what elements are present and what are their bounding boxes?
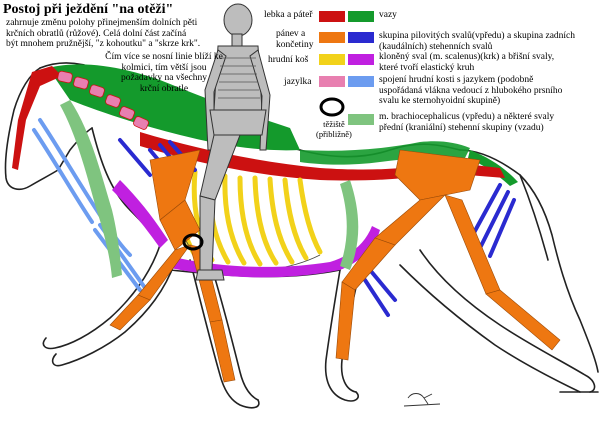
rib	[252, 175, 279, 266]
brachiocephalicus-muscle	[60, 100, 122, 278]
horse-head-outline	[4, 67, 93, 191]
center-of-gravity-marker	[182, 233, 204, 251]
front-cannon-1	[109, 294, 151, 331]
front-cannon-2	[209, 319, 236, 383]
legend-label-serratus: skupina pilovitých svalů(vpředu) a skupi…	[379, 31, 576, 52]
legend-label-spine: lebka a páteř	[264, 10, 313, 20]
legend-label-brachiocephalicus: m. brachiocephalicus (vpředu) a některé …	[379, 112, 555, 133]
legend-label-pelvis: pánev a končetiny	[276, 29, 314, 50]
horse-hind-leg-2	[419, 249, 596, 393]
rider-skeleton	[195, 3, 271, 281]
legend-label-ribcage: hrudní koš	[268, 55, 309, 65]
artist-signature	[403, 393, 441, 407]
note-text: Čím více se nosní linie blíží ke kolmici…	[105, 52, 223, 94]
horse-hind-leg-1	[324, 269, 359, 402]
rib	[282, 177, 309, 261]
horse-front-leg-2b	[209, 261, 259, 401]
rib	[267, 176, 295, 265]
cervical-vertebra-2	[73, 76, 89, 90]
legend-label-center-of-gravity: těžiště (přibližně)	[316, 119, 352, 139]
rib	[222, 173, 247, 266]
sternohyoid-fiber	[32, 128, 94, 224]
cervical-vertebra-4	[105, 94, 121, 108]
legend-label-sternohyoid: spojení hrudní kosti s jazykem (podobně …	[379, 75, 563, 106]
rider-neck	[231, 33, 243, 47]
hamstring-fiber	[478, 190, 510, 250]
rider-ribs	[218, 57, 260, 99]
rib	[297, 177, 323, 255]
legend-label-scalenus: kloněný sval (m. scalenus)(krk) a břišní…	[379, 52, 555, 73]
description-text: zahrnuje změnu polohy přinejmenším dolní…	[6, 18, 201, 49]
thoracic-vertebrae	[140, 132, 470, 181]
legend-swatches	[319, 11, 374, 125]
tibia-2	[444, 194, 501, 295]
limb-bones	[109, 149, 561, 383]
rider-pelvis	[209, 109, 267, 136]
pelvis	[394, 149, 481, 201]
swatch-hyoid	[319, 76, 345, 87]
cervical-vertebra-6	[133, 116, 149, 130]
hind-cannon-2	[485, 289, 561, 351]
quadriceps-muscle	[340, 180, 359, 270]
horse-tail-inner	[519, 174, 549, 261]
horse-front-leg-2	[189, 259, 260, 409]
legend-label-hyoid: jazylka	[284, 77, 312, 87]
cervical-vertebra-1	[57, 70, 73, 84]
cervical-vertebra-3	[89, 84, 105, 98]
swatch-scalenus	[348, 54, 374, 65]
abdominal-muscle	[170, 226, 380, 278]
rider-skull	[223, 3, 253, 37]
cervical-vertebra-5	[119, 106, 135, 120]
front-forearm-1	[137, 244, 191, 301]
scalenus-muscle	[112, 180, 168, 248]
horse-hind-leg-2b	[399, 264, 581, 393]
cervical-vertebrae	[57, 70, 149, 130]
femur	[374, 194, 446, 246]
rider-shin	[199, 195, 216, 271]
swatch-serratus	[348, 32, 374, 43]
legend-center-of-gravity-icon	[319, 97, 345, 117]
horse-front-leg-1b	[51, 261, 176, 367]
swatch-ribcage	[319, 54, 345, 65]
supraspinous-ligament	[300, 141, 470, 165]
rider-foot	[195, 269, 225, 281]
hamstring-fiber	[363, 278, 390, 317]
diagram-title: Postoj při ježdění "na otěži"	[3, 2, 174, 17]
rider-arm-right	[249, 49, 271, 151]
swatch-sternohyoid	[348, 76, 374, 87]
swatch-pelvis	[319, 32, 345, 43]
horse-skull	[12, 66, 62, 170]
hamstring-fiber	[368, 268, 397, 302]
hind-cannon-1	[335, 281, 356, 361]
legend-label-ligaments: vazy	[379, 10, 397, 20]
serratus-fiber	[118, 138, 152, 177]
hamstring-fiber	[488, 198, 516, 258]
swatch-ligaments	[348, 11, 374, 22]
horse-rump-tail	[459, 149, 599, 373]
swatch-spine	[319, 11, 345, 22]
swatch-brachiocephalicus	[348, 114, 374, 125]
rib	[237, 175, 263, 267]
